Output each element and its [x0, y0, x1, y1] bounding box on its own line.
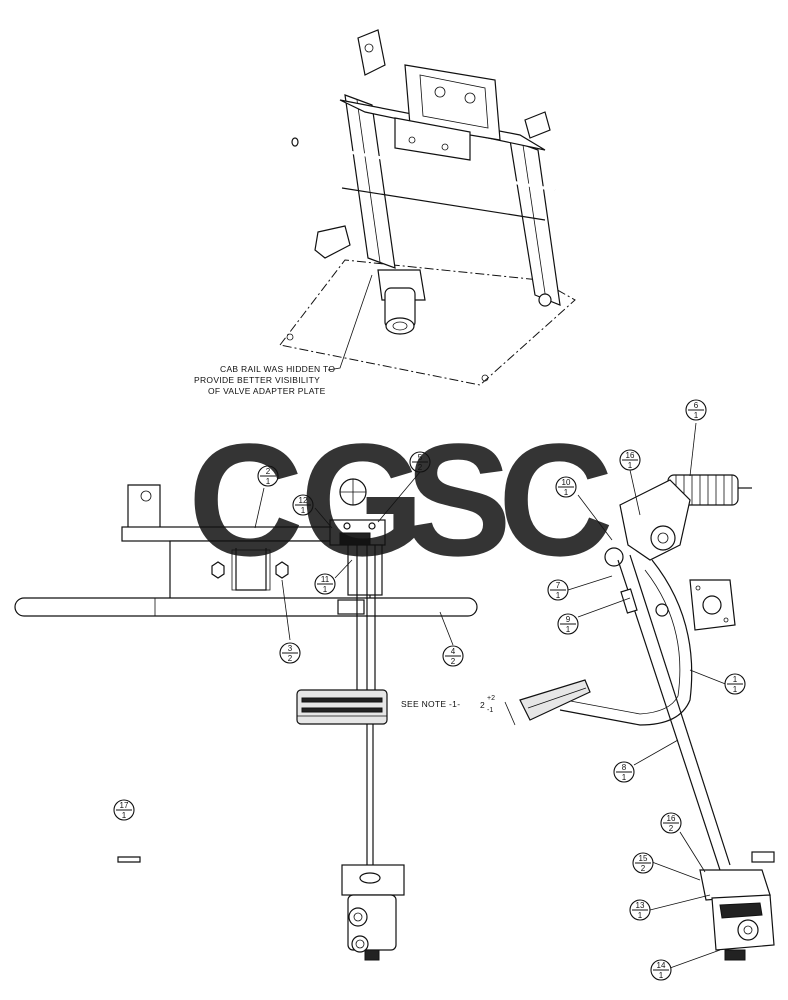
callout-quantity: 1	[622, 773, 627, 782]
callout-item-number: 2	[266, 467, 271, 476]
upper-bracket	[404, 64, 501, 141]
tolerance-minus: -1	[487, 707, 493, 714]
callout-quantity: 2	[641, 864, 646, 873]
callout-item-c2: 21	[257, 465, 279, 487]
pedal-foot	[519, 679, 591, 721]
callout-quantity: 1	[566, 625, 571, 634]
callout-item-number: 9	[566, 615, 571, 624]
callout-item-c14: 141	[650, 959, 672, 981]
callout-item-number: 5	[418, 453, 423, 462]
callout-item-c1: 11	[724, 673, 746, 695]
callout-quantity: 2	[669, 824, 674, 833]
callout-item-c16b: 162	[660, 812, 682, 834]
cab-rail-leader	[327, 274, 373, 371]
cgsc-watermark: C G S C	[188, 410, 614, 589]
callout-item-c13: 131	[629, 899, 651, 921]
watermark-letter-3: S	[405, 410, 512, 589]
callout-quantity: 1	[301, 506, 306, 515]
callout-quantity: 1	[628, 461, 633, 470]
callout-item-number: 13	[636, 901, 645, 910]
mount-plate	[394, 117, 471, 161]
callout-item-c10: 101	[555, 476, 577, 498]
callout-item-c6: 61	[685, 399, 707, 421]
callout-item-number: 4	[451, 647, 456, 656]
callout-item-c12: 121	[292, 494, 314, 516]
callout-item-number: 8	[622, 763, 627, 772]
watermark-letter-4: C	[498, 410, 614, 589]
callout-item-c9: 91	[557, 613, 579, 635]
callout-item-c17: 171	[113, 799, 135, 821]
hex-nut-right	[275, 561, 289, 579]
callout-item-c16a: 161	[619, 449, 641, 471]
callout-item-number: 10	[562, 478, 571, 487]
callout-quantity: 1	[122, 811, 127, 820]
callout-item-number: 16	[626, 451, 635, 460]
callout-item-c4: 42	[442, 645, 464, 667]
callout-quantity: 1	[638, 911, 643, 920]
front-view	[14, 478, 478, 961]
callout-quantity: 2	[451, 657, 456, 666]
callout-item-c8: 81	[613, 761, 635, 783]
callout-item-c15: 152	[632, 852, 654, 874]
callout-item-number: 7	[556, 581, 561, 590]
callout-quantity: 1	[694, 411, 699, 420]
callout-item-c5: 52	[409, 451, 431, 473]
callout-bubbles: 1121324252617181911011111211311411521611…	[113, 399, 746, 981]
pedal-pad	[296, 689, 388, 725]
callout-quantity: 1	[556, 591, 561, 600]
frame-post-left	[344, 94, 396, 269]
callout-item-number: 15	[639, 854, 648, 863]
watermark-letter-2: G	[300, 410, 424, 589]
callout-item-c7: 71	[547, 579, 569, 601]
pedal-arm	[559, 559, 693, 726]
item-17-part	[117, 856, 141, 863]
callout-item-number: 1	[733, 675, 738, 684]
callout-item-number: 11	[321, 575, 330, 584]
callout-item-number: 16	[667, 814, 676, 823]
cab-rail-note-line3: OF VALVE ADAPTER PLATE	[208, 386, 326, 396]
tolerance-plus: +2	[487, 695, 495, 702]
callout-item-number: 6	[694, 401, 699, 410]
pedal-bracket	[619, 479, 691, 561]
side-view	[519, 474, 775, 961]
cross-tube	[14, 597, 478, 617]
callout-item-number: 17	[120, 801, 129, 810]
top-tab	[357, 29, 386, 76]
cab-frame-view	[279, 29, 576, 386]
callout-quantity: 1	[659, 971, 664, 980]
callout-quantity: 1	[564, 488, 569, 497]
leader-lines	[254, 422, 729, 969]
callout-item-c3: 32	[279, 642, 301, 664]
cab-rail-note-line2: PROVIDE BETTER VISIBILITY	[194, 375, 320, 385]
tolerance-base: 2	[480, 700, 485, 710]
callout-quantity: 2	[288, 654, 293, 663]
callout-quantity: 2	[418, 463, 423, 472]
watermark-letter-1: C	[188, 410, 304, 589]
side-bracket	[314, 225, 351, 259]
frame-post-right	[509, 139, 561, 306]
callout-item-number: 14	[657, 961, 666, 970]
callout-quantity: 1	[266, 477, 271, 486]
callout-item-number: 3	[288, 644, 293, 653]
callout-quantity: 1	[733, 685, 738, 694]
callout-quantity: 1	[323, 585, 328, 594]
hex-nut-left	[211, 561, 225, 579]
see-note-text: SEE NOTE -1-	[401, 699, 460, 709]
callout-item-c11: 111	[314, 573, 336, 595]
cab-rail-note-line1: CAB RAIL WAS HIDDEN TO	[220, 364, 335, 374]
callout-item-number: 12	[299, 496, 308, 505]
